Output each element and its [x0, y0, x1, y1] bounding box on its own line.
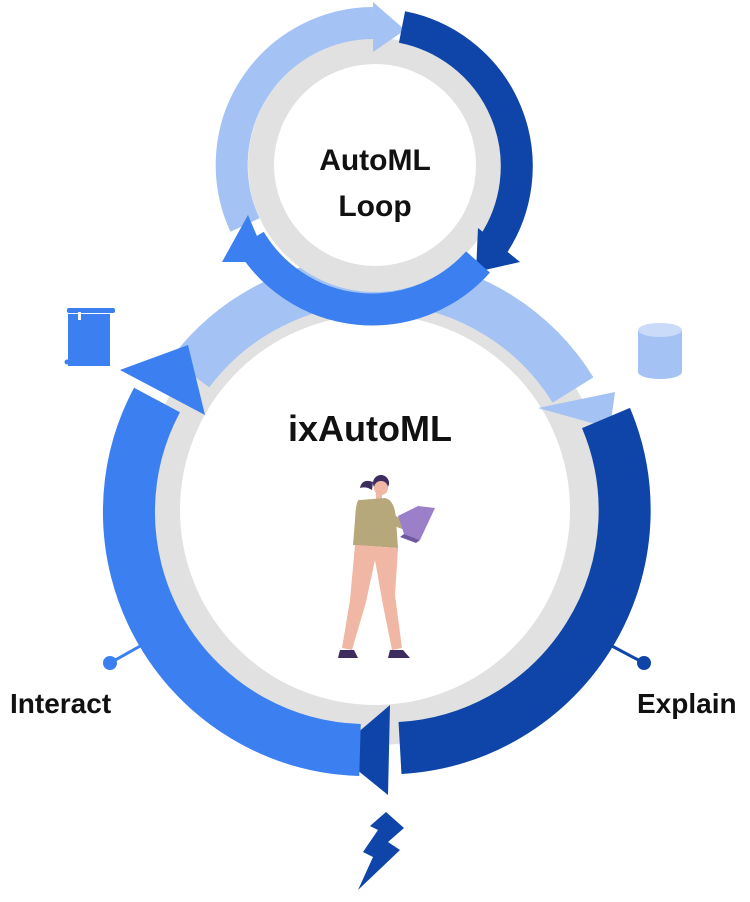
lightning-icon [358, 812, 404, 890]
top-loop [215, 2, 533, 326]
laptop [398, 506, 435, 540]
ixautoml-title: ixAutoML [288, 408, 452, 449]
interact-connector [103, 643, 143, 670]
interact-label: Interact [10, 688, 112, 719]
explain-label: Explain [637, 688, 737, 719]
main-loop-left-arrowhead [120, 345, 205, 415]
main-loop-left-arc [102, 387, 361, 776]
top-loop-right-arrowhead [476, 228, 520, 272]
notebook-icon [64, 308, 115, 366]
explain-connector [609, 643, 651, 670]
automl-loop-title-line2: Loop [338, 190, 412, 223]
automl-loop-title-line1: AutoML [319, 144, 431, 177]
top-loop-grey-ring [248, 38, 502, 292]
top-loop-left-arrowhead [222, 215, 268, 262]
main-loop-bottom-arrowhead [335, 705, 390, 795]
database-icon [638, 323, 682, 379]
top-loop-mid-arc [236, 231, 490, 326]
main-loop-top-arrowhead [538, 392, 615, 428]
top-loop-dark-arc [398, 11, 533, 254]
top-loop-top-arrowhead [373, 2, 405, 52]
main-loop-right-arc [398, 407, 651, 774]
person-with-laptop-icon [338, 475, 435, 658]
top-loop-light-arc [215, 7, 374, 232]
automl-loop-title: AutoML Loop [235, 138, 515, 230]
